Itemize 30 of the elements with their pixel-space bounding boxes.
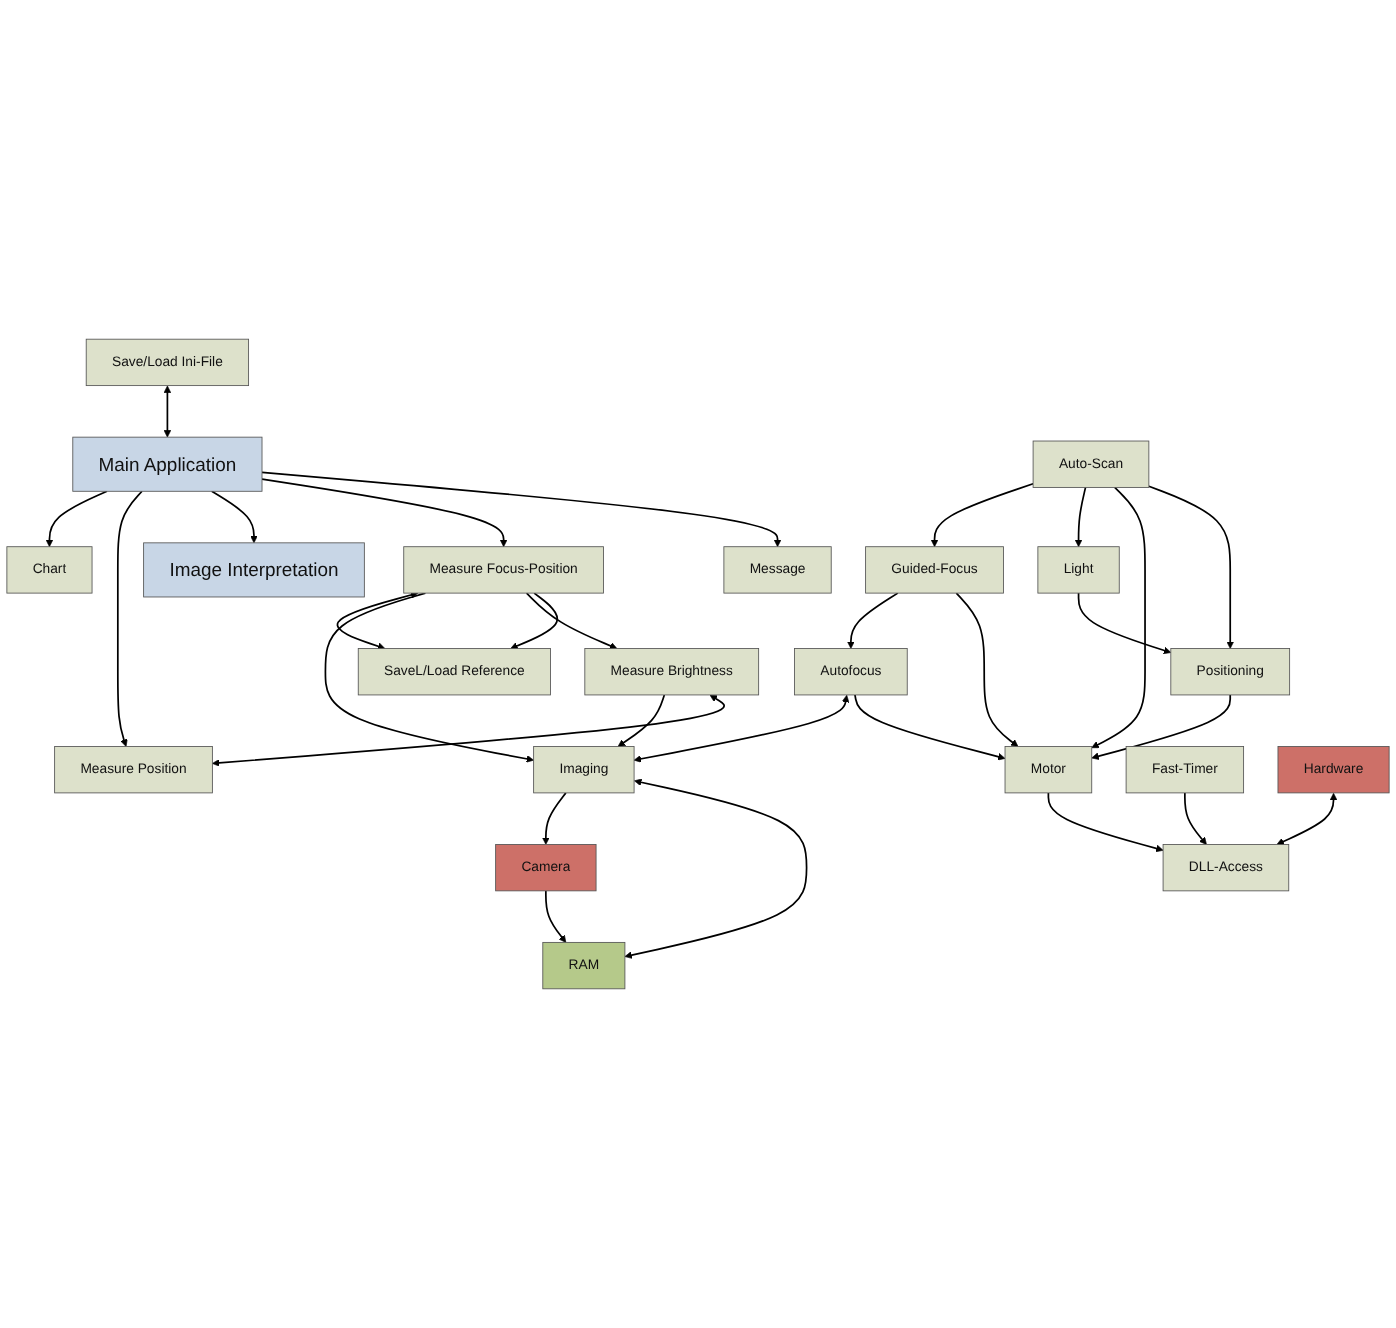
arrow — [955, 592, 1019, 747]
arrow — [1047, 792, 1164, 853]
arrow — [525, 592, 618, 650]
node-box: Main Application — [72, 436, 263, 492]
arrow — [1077, 592, 1172, 655]
arrow — [617, 694, 666, 747]
arrow — [324, 592, 534, 763]
arrow — [1091, 694, 1232, 760]
arrow — [542, 792, 567, 845]
arrow — [930, 482, 1034, 548]
arrow — [1276, 792, 1338, 846]
arrow — [1148, 485, 1234, 649]
arrow — [261, 471, 782, 548]
arrow — [336, 591, 419, 650]
arrow — [212, 694, 725, 767]
arrow — [1074, 486, 1087, 548]
arrow — [163, 385, 172, 438]
arrow — [1091, 486, 1146, 749]
arrow — [847, 592, 899, 649]
node-box: Image Interpretation — [143, 542, 365, 598]
arrow — [45, 490, 108, 548]
arrow — [624, 778, 808, 959]
arrow — [633, 694, 850, 763]
arrow — [510, 592, 559, 650]
arrow — [854, 694, 1006, 761]
arrow — [210, 490, 258, 544]
arrow — [116, 490, 143, 747]
arrow — [1184, 792, 1207, 845]
arrow — [261, 478, 508, 548]
arrow — [545, 890, 567, 943]
